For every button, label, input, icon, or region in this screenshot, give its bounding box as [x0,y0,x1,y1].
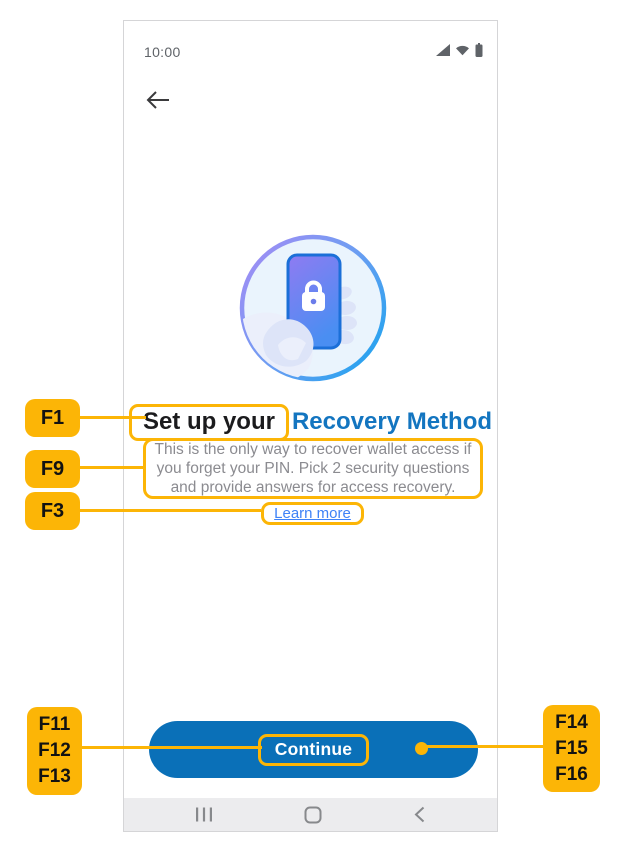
battery-icon [475,42,483,62]
continue-label-highlight-box: Continue [257,733,370,766]
annotation-label-f1: F1 [25,399,80,437]
annotation-connector-f9 [80,466,143,469]
back-icon[interactable] [414,806,425,823]
annotation-label-text: F9 [40,457,65,480]
recents-icon[interactable] [196,807,212,822]
continue-label: Continue [274,738,353,759]
page-title: Set up your Recovery Method [124,403,497,441]
signal-icon [436,43,450,61]
annotation-label-text: F3 [40,499,65,522]
status-icons [436,42,483,62]
hand-holding-phone-with-lock-icon [238,233,388,383]
home-icon[interactable] [304,806,322,824]
status-bar: 10:00 [124,37,497,67]
android-navigation-bar [124,798,497,831]
title-prefix-highlight-box: Set up your [128,403,289,441]
annotation-label-text: F1 [40,406,65,429]
body-text-line: This is the only way to recover wallet a… [154,441,472,458]
annotation-connector-f1 [80,416,146,419]
title-prefix: Set up your [142,407,275,435]
status-time: 10:00 [144,44,181,60]
annotation-label-text: F11 [38,714,71,735]
continue-button[interactable]: Continue [149,721,478,778]
annotation-label-text: F14 [555,711,588,733]
annotation-label-f11-f12-f13: F11 F12 F13 [27,707,82,795]
learn-more-link[interactable]: Learn more [274,505,351,522]
body-text-line: you forget your PIN. Pick 2 security que… [156,460,470,477]
annotation-label-text: F13 [38,766,71,787]
annotation-connector-f14-group [427,745,544,748]
wifi-icon [455,43,470,61]
learn-more-highlight-box: Learn more [261,502,364,525]
annotation-label-text: F15 [555,737,588,759]
annotation-label-f3: F3 [25,492,80,530]
annotation-connector-f3 [80,509,261,512]
body-text-highlight-box: This is the only way to recover wallet a… [143,438,483,499]
back-arrow-icon[interactable] [144,89,172,113]
annotation-dot [415,742,428,755]
annotation-connector-f11-group [82,746,262,749]
title-accent: Recovery Method [291,408,493,435]
annotation-label-f14-f15-f16: F14 F15 F16 [543,705,600,792]
annotation-label-text: F16 [555,763,588,785]
body-text-line: and provide answers for access recovery. [170,479,456,496]
annotation-label-text: F12 [38,740,71,761]
phone-frame: 10:00 [123,20,498,832]
annotation-label-f9: F9 [25,450,80,488]
